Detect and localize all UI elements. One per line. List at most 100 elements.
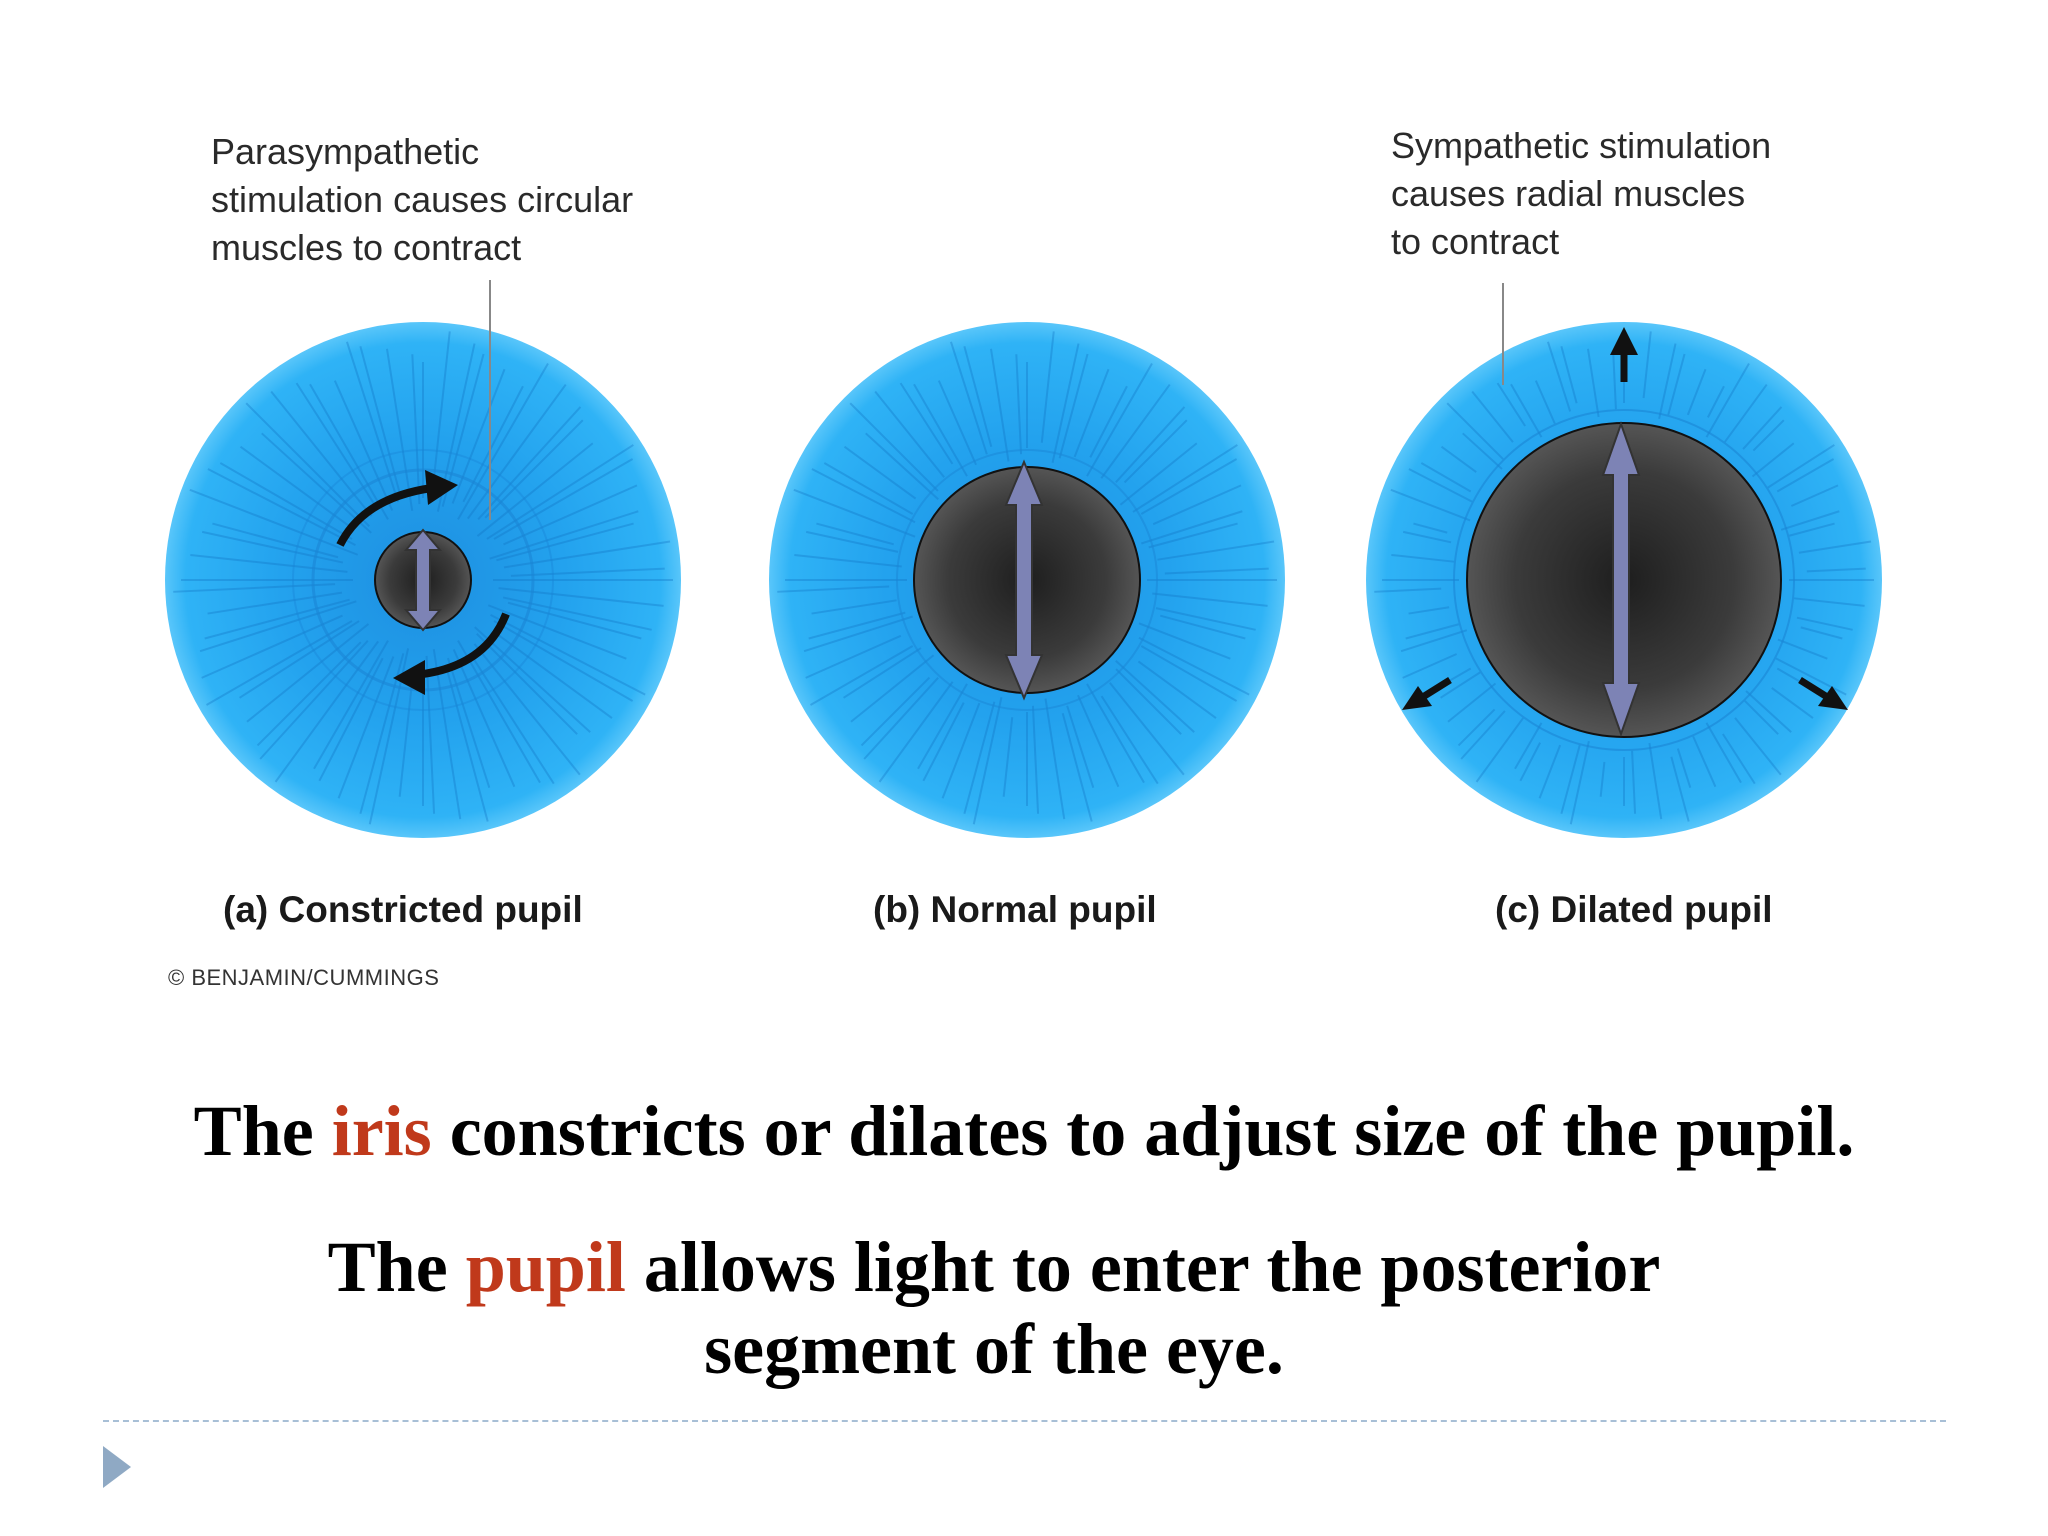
iris-ray	[1722, 733, 1756, 785]
iris-ray	[1140, 458, 1238, 515]
iris-ray	[1374, 587, 1442, 593]
iris-ray	[1457, 708, 1496, 747]
iris-ray	[359, 653, 405, 815]
iris-ray	[489, 510, 639, 560]
highlight-pupil: pupil	[465, 1227, 626, 1307]
iris-ray	[922, 702, 965, 782]
iris-ray	[444, 664, 489, 822]
iris-ray	[313, 640, 389, 770]
iris-ray	[1040, 331, 1055, 443]
iris-ray	[1160, 614, 1246, 640]
triangle-bullet-icon	[103, 1446, 131, 1488]
iris-ray	[963, 701, 996, 815]
iris-ray	[1408, 468, 1473, 503]
iris-ray	[295, 382, 377, 507]
iris-ray	[1031, 705, 1040, 814]
caption-constricted: (a) Constricted pupil	[223, 889, 583, 930]
iris-ray	[173, 583, 336, 593]
iris-ray	[1138, 622, 1231, 660]
iris-ray	[1745, 690, 1792, 733]
iris-ray	[1751, 442, 1795, 478]
iris-ray	[1402, 530, 1452, 544]
iris-ray	[1077, 694, 1120, 788]
iris-ray	[1390, 488, 1471, 522]
iris-ray	[359, 345, 402, 496]
iris-ray	[1538, 744, 1562, 799]
iris-ray	[1724, 383, 1768, 443]
iris-ray	[1089, 385, 1128, 458]
iris-ray	[1460, 710, 1506, 760]
iris-ray	[1115, 406, 1186, 484]
iris-ray	[1408, 606, 1450, 615]
statement-pupil-continued: segment of the eye.	[704, 1309, 1284, 1389]
iris-ray	[1612, 354, 1617, 410]
iris-ray	[1115, 668, 1182, 735]
iris-ray	[1405, 623, 1460, 640]
double-arrow-b	[1004, 459, 1044, 701]
iris-ray	[860, 676, 931, 747]
iris-ray	[1742, 406, 1783, 450]
iris-ray	[1148, 522, 1238, 549]
iris-ray	[201, 614, 343, 679]
iris-ray	[941, 702, 981, 799]
iris-ray	[1560, 744, 1581, 815]
iris-ray	[937, 380, 977, 466]
iris-ray	[1771, 687, 1814, 719]
iris-ray	[1413, 522, 1448, 534]
iris-ray	[274, 640, 379, 783]
iris-ray	[457, 640, 541, 784]
iris-ray	[1631, 750, 1637, 814]
iris-ray	[1100, 383, 1171, 479]
iris-ray	[476, 442, 594, 537]
iris-ray	[794, 553, 902, 568]
double-arrow-a	[403, 528, 443, 632]
iris-ray	[917, 683, 968, 770]
iris-ray	[1707, 385, 1725, 418]
iris-ray	[1534, 380, 1556, 425]
iris-ray	[1796, 616, 1853, 631]
callout-sympathetic: Sympathetic stimulation causes radial mu…	[1391, 122, 1771, 266]
iris-ray	[1141, 510, 1243, 545]
iris-ray	[469, 653, 555, 785]
line1-suffix: constricts or dilates to adjust size of …	[431, 1091, 1855, 1171]
callout-left-line-2: stimulation causes circular	[211, 179, 634, 220]
iris-ray	[843, 647, 922, 699]
iris-ray	[1446, 402, 1504, 460]
iris-ray	[1767, 444, 1835, 489]
iris-ray	[816, 522, 894, 546]
iris-ray	[446, 657, 491, 788]
iris-ray	[219, 462, 353, 540]
iris-ray	[1599, 761, 1606, 797]
iris-ray	[972, 697, 1003, 825]
iris-ray	[1648, 742, 1663, 820]
iris-ray	[843, 445, 917, 500]
iris-ray	[333, 380, 394, 511]
statement-pupil: The pupil allows light to enter the post…	[0, 1226, 2018, 1309]
iris-ray	[1138, 636, 1250, 696]
iris-ray	[1137, 660, 1217, 719]
callout-right-line-2: causes radial muscles	[1391, 173, 1746, 214]
iris-ray	[245, 402, 370, 527]
circular-arrow-bottom	[414, 612, 510, 679]
iris-ray	[1806, 567, 1866, 573]
iris-ray	[201, 530, 344, 564]
iris-ray	[1440, 671, 1481, 699]
caption-dilated: (c) Dilated pupil	[1495, 889, 1773, 930]
iris-ray	[777, 585, 890, 593]
iris-ray	[1447, 682, 1497, 723]
iris-ray	[950, 341, 988, 455]
iris-ray	[337, 656, 395, 799]
iris-ray	[849, 402, 939, 492]
iris-ray	[1788, 522, 1835, 537]
iris-ray	[510, 567, 665, 577]
callout-right-line-1: Sympathetic stimulation	[1391, 125, 1772, 166]
iris-ray	[246, 623, 370, 723]
iris-ray	[1086, 362, 1153, 477]
iris-ray	[899, 382, 954, 465]
caption-normal: (b) Normal pupil	[873, 889, 1157, 930]
iris-ray	[1119, 442, 1198, 506]
double-arrow-c	[1601, 420, 1641, 738]
callout-left-line-1: Parasympathetic	[211, 131, 480, 172]
iris-ray	[805, 530, 899, 553]
